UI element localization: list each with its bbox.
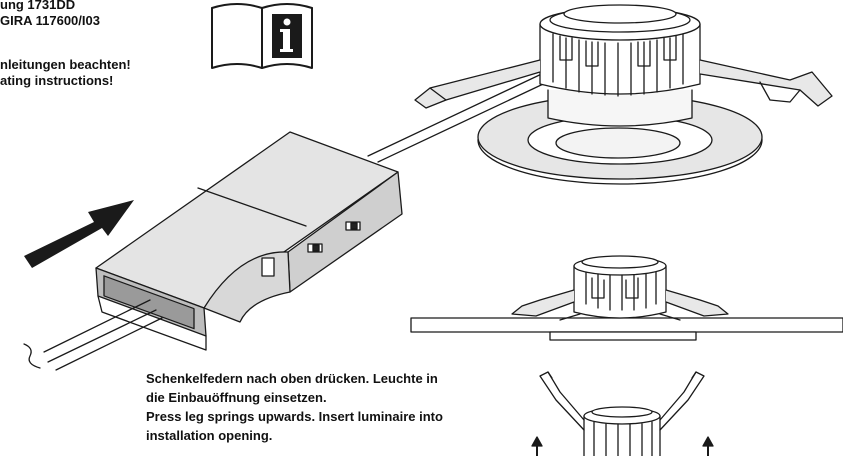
article-number-line: ung 1731DD bbox=[0, 0, 76, 12]
warning-text-en: ating instructions! bbox=[0, 73, 114, 88]
luminaire-springs-up bbox=[531, 371, 714, 456]
gira-order-number: GIRA 117600/I03 bbox=[0, 13, 100, 28]
warning-text-de: nleitungen beachten! bbox=[0, 57, 131, 72]
installed-luminaire bbox=[410, 255, 843, 341]
downlight-luminaire bbox=[414, 4, 833, 185]
manual-info-icon bbox=[211, 3, 313, 69]
input-cable bbox=[23, 299, 163, 371]
caption-de-line2: die Einbauöffnung einsetzen. bbox=[146, 390, 327, 405]
caption-en-line2: installation opening. bbox=[146, 428, 273, 443]
caption-en-line1: Press leg springs upwards. Insert lumina… bbox=[146, 409, 443, 424]
caption-de-line1: Schenkelfedern nach oben drücken. Leucht… bbox=[146, 371, 438, 386]
insert-direction-arrow bbox=[24, 200, 134, 268]
driver-unit bbox=[95, 131, 403, 351]
